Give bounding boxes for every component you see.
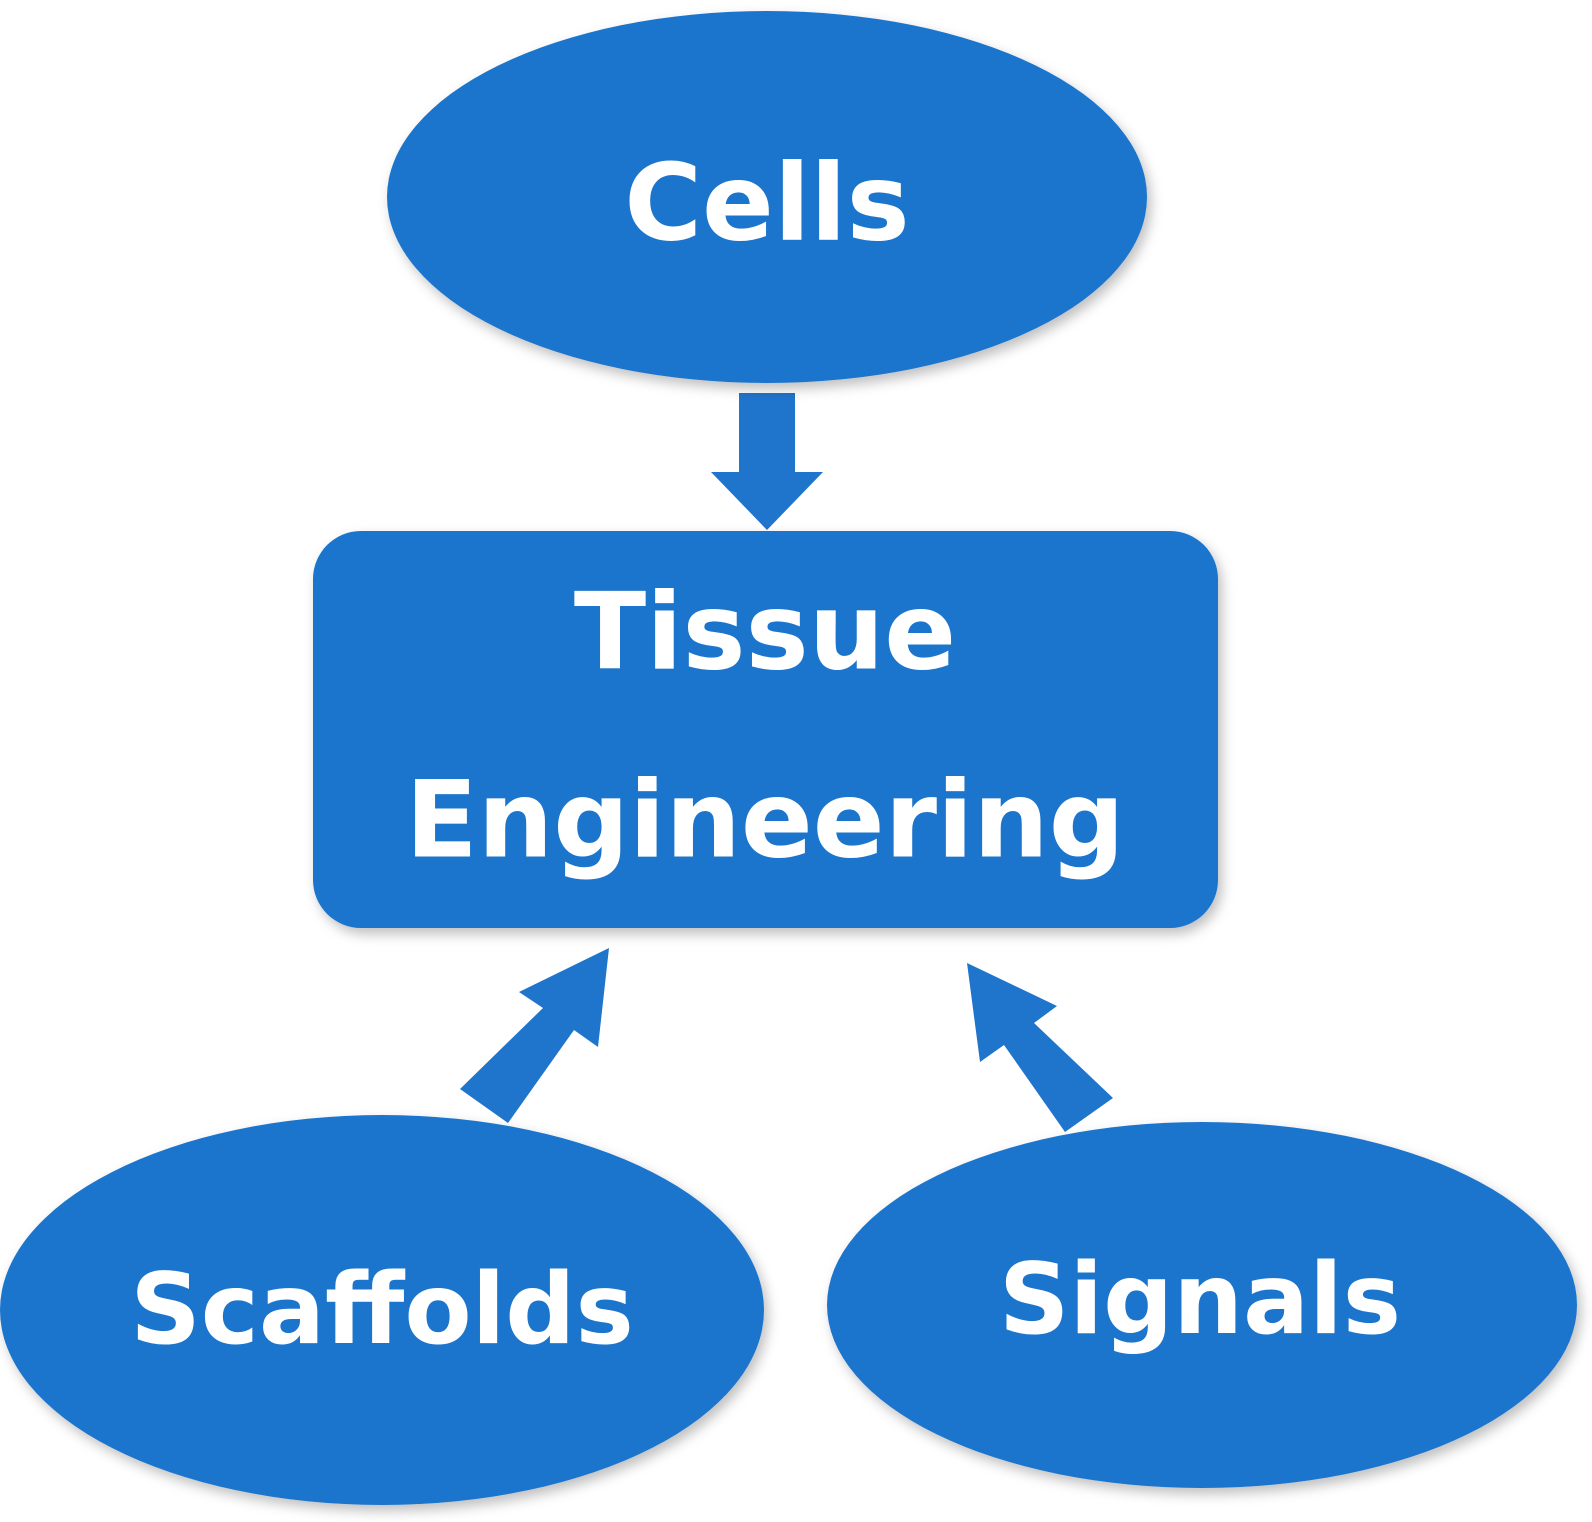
node-tissue-engineering-line2: Engineering bbox=[405, 759, 1124, 882]
node-signals-label: Signals bbox=[999, 1243, 1401, 1357]
node-cells-label: Cells bbox=[624, 142, 909, 265]
arrow-scaffolds-to-tissue bbox=[460, 948, 609, 1123]
arrow-cells-to-tissue bbox=[711, 393, 823, 530]
node-signals: Signals bbox=[827, 1122, 1577, 1488]
node-tissue-engineering: Tissue Engineering bbox=[313, 531, 1218, 928]
arrow-signals-to-tissue bbox=[967, 963, 1113, 1132]
node-cells: Cells bbox=[387, 11, 1147, 383]
node-scaffolds: Scaffolds bbox=[0, 1115, 764, 1505]
node-scaffolds-label: Scaffolds bbox=[130, 1253, 634, 1367]
node-tissue-engineering-line1: Tissue bbox=[574, 571, 956, 694]
